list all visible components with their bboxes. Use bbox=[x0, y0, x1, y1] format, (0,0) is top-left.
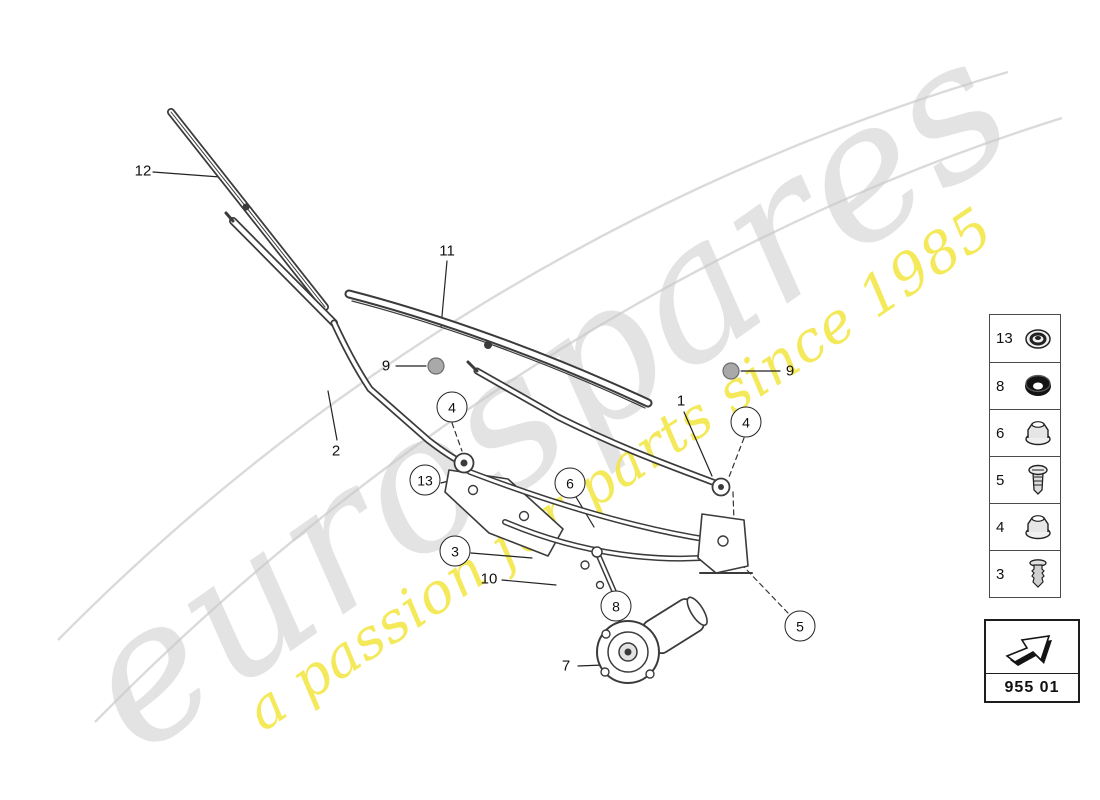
cap-left bbox=[427, 357, 445, 375]
legend-number: 4 bbox=[996, 518, 1005, 536]
wiper-arm-1 bbox=[466, 360, 719, 487]
callout-11[interactable]: 11 bbox=[439, 242, 455, 260]
legend-number: 5 bbox=[996, 471, 1005, 489]
leader-lines bbox=[152, 171, 781, 667]
callout-8[interactable]: 8 bbox=[600, 590, 632, 622]
callout-5[interactable]: 5 bbox=[784, 610, 816, 642]
part-group-icon-area bbox=[986, 621, 1078, 674]
callout-9-left[interactable]: 9 bbox=[381, 357, 391, 375]
legend-number: 6 bbox=[996, 424, 1005, 442]
linkage-frame bbox=[444, 469, 753, 615]
part-group-box: 955 01 bbox=[984, 619, 1080, 703]
callout-13[interactable]: 13 bbox=[409, 464, 441, 496]
wiper-blade-11 bbox=[344, 289, 653, 409]
callout-4-right[interactable]: 4 bbox=[730, 406, 762, 438]
callout-7[interactable]: 7 bbox=[561, 657, 571, 675]
legend-item-3[interactable]: 3 bbox=[990, 550, 1060, 597]
legend-number: 8 bbox=[996, 377, 1005, 395]
expansion-rivet-icon bbox=[1029, 559, 1047, 588]
screw-icon bbox=[1028, 464, 1048, 495]
fastener-legend: 13 8 6 5 bbox=[989, 314, 1061, 598]
cap-right bbox=[722, 362, 740, 380]
legend-item-6[interactable]: 6 bbox=[990, 409, 1060, 456]
legend-number: 13 bbox=[996, 330, 1013, 347]
callout-9-right[interactable]: 9 bbox=[785, 362, 795, 380]
legend-number: 3 bbox=[996, 565, 1005, 583]
wiper-motor bbox=[596, 596, 708, 684]
legend-item-8[interactable]: 8 bbox=[990, 362, 1060, 409]
callout-4-left[interactable]: 4 bbox=[436, 391, 468, 423]
callout-6[interactable]: 6 bbox=[554, 467, 586, 499]
callout-3[interactable]: 3 bbox=[439, 535, 471, 567]
cap-nut-icon bbox=[1025, 328, 1051, 349]
flange-nut-icon bbox=[1025, 421, 1051, 446]
callout-1[interactable]: 1 bbox=[676, 392, 686, 410]
flange-nut-icon bbox=[1025, 515, 1051, 540]
callout-10[interactable]: 10 bbox=[480, 570, 498, 588]
direction-arrow-icon bbox=[1005, 635, 1052, 666]
legend-item-5[interactable]: 5 bbox=[990, 456, 1060, 503]
legend-item-4[interactable]: 4 bbox=[990, 503, 1060, 550]
legend-item-13[interactable]: 13 bbox=[990, 315, 1060, 362]
callout-2[interactable]: 2 bbox=[331, 442, 341, 460]
wiper-blade-12 bbox=[167, 108, 329, 311]
part-group-code: 955 01 bbox=[1004, 678, 1060, 696]
wiper-arm-2 bbox=[224, 211, 467, 467]
callout-12[interactable]: 12 bbox=[134, 162, 152, 180]
pivot-shafts bbox=[453, 452, 731, 497]
bearing-icon bbox=[1025, 374, 1051, 396]
